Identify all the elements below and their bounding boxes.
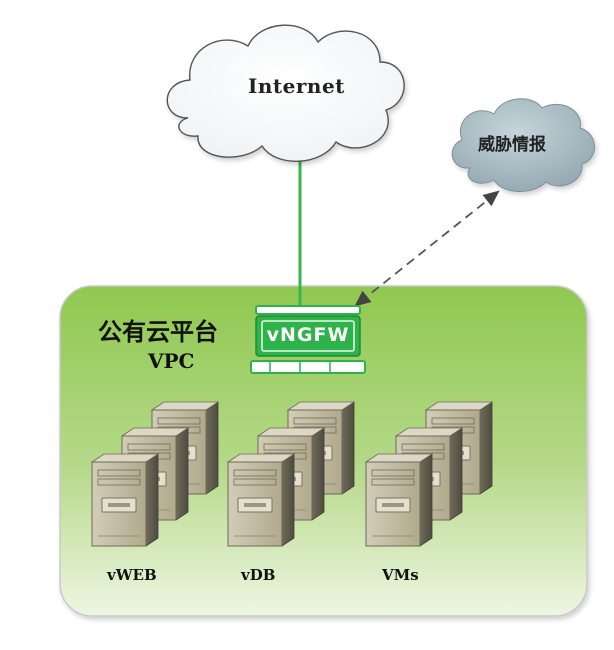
server-tower-front: [226, 453, 296, 547]
internet-label: Internet: [248, 74, 345, 98]
server-group-label-vdb: vDB: [241, 566, 276, 584]
vngfw-label: vNGFW: [266, 324, 350, 346]
firewall-base-slab: [250, 360, 366, 374]
firewall-top-slab: [255, 305, 361, 315]
server-group-vms: [364, 401, 494, 547]
server-group-vweb: [90, 401, 220, 547]
threat-intel-link: [354, 190, 500, 307]
server-group-label-vms: VMs: [382, 566, 419, 584]
server-group-vdb: [226, 401, 356, 547]
vngfw-firewall: [250, 305, 366, 374]
server-tower-front: [364, 453, 434, 547]
threat-intel-label: 威胁情报: [478, 135, 546, 155]
internet-cloud: [166, 24, 405, 162]
threat-intel-cloud: [451, 98, 595, 193]
firewall-body: [255, 315, 361, 357]
firewall-inner-panel: [261, 320, 355, 352]
server-group-label-vweb: vWEB: [107, 566, 157, 584]
server-tower-front: [90, 453, 160, 547]
server-groups: [90, 401, 494, 547]
vpc-label: VPC: [148, 349, 195, 373]
cloud-platform-title: 公有云平台: [98, 317, 218, 346]
